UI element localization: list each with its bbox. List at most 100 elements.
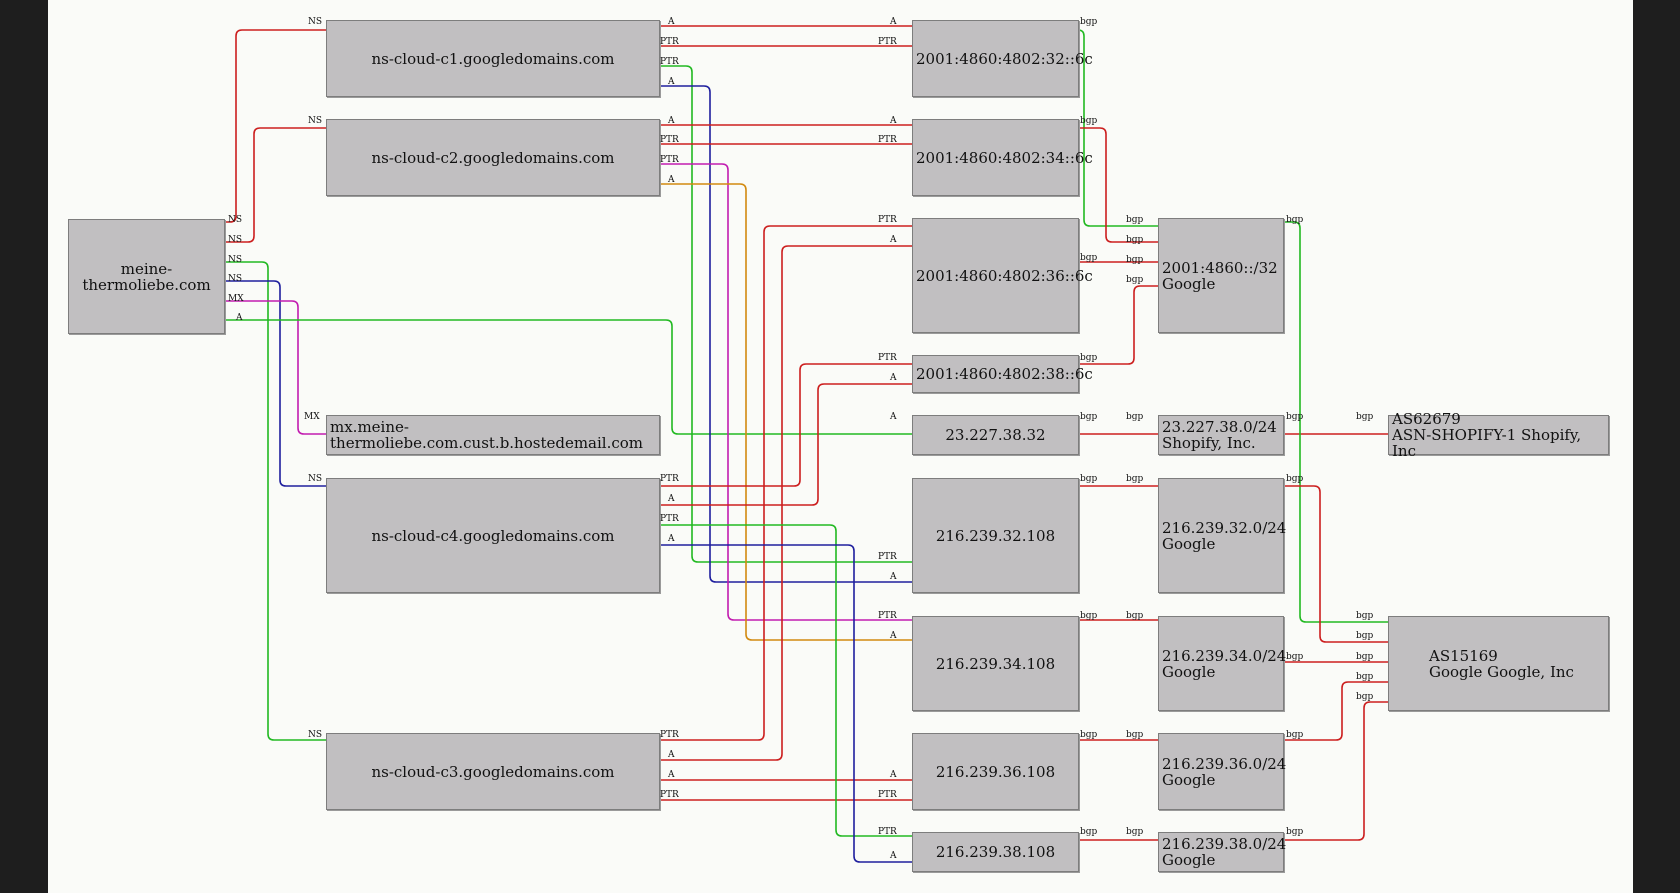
edge-label-ptr: PTR xyxy=(660,155,679,165)
edge-label-bgp: bgp xyxy=(1356,672,1374,682)
edge-label-ns: NS xyxy=(228,274,243,284)
edge-a-shopify xyxy=(224,319,912,435)
edge-label-ptr: PTR xyxy=(878,353,897,363)
edge-label-a: A xyxy=(890,851,897,861)
ns-c4-label: ns-cloud-c4.googledomains.com xyxy=(371,526,615,545)
edge-label-a: A xyxy=(668,77,675,87)
edge-mx xyxy=(224,300,326,435)
ip-36-node[interactable]: 216.239.36.108 xyxy=(912,733,1079,810)
edge-label-a: A xyxy=(668,750,675,760)
net-v6-line2: Google xyxy=(1162,274,1216,293)
ip-34-node[interactable]: 216.239.34.108 xyxy=(912,616,1079,711)
edge-label-ptr: PTR xyxy=(660,474,679,484)
edge-label-bgp: bgp xyxy=(1286,474,1304,484)
ip6-32-node[interactable]: 2001:4860:4802:32::6c xyxy=(912,20,1093,97)
edge-c2-a-ip34 xyxy=(660,183,912,641)
edge-label-bgp: bgp xyxy=(1126,275,1144,285)
ns-c1-node[interactable]: ns-cloud-c1.googledomains.com xyxy=(326,20,660,97)
edge-label-mx: MX xyxy=(304,412,320,422)
edge-label-ns: NS xyxy=(308,474,323,484)
edge-label-bgp: bgp xyxy=(1286,730,1304,740)
net-38-line1: 216.239.38.0/24 xyxy=(1162,835,1287,853)
edge-bgp-32-as xyxy=(1284,485,1388,643)
ns-c3-node[interactable]: ns-cloud-c3.googledomains.com xyxy=(326,733,660,810)
edge-label-bgp: bgp xyxy=(1080,611,1098,621)
edge-label-bgp: bgp xyxy=(1080,827,1098,837)
edge-label-a: A xyxy=(668,116,675,126)
edge-label-bgp: bgp xyxy=(1126,474,1144,484)
ip-32-node[interactable]: 216.239.32.108 xyxy=(912,478,1079,593)
ns-c2-node[interactable]: ns-cloud-c2.googledomains.com xyxy=(326,119,660,196)
mx-node[interactable]: mx.meine-thermoliebe.com.cust.b.hostedem… xyxy=(326,415,660,455)
edge-c4-ptr-ip6-38 xyxy=(660,363,912,487)
edge-label-a: A xyxy=(668,770,675,780)
edge-c4-ptr-ip38 xyxy=(660,524,912,837)
edge-label-bgp: bgp xyxy=(1286,652,1304,662)
edge-label-bgp: bgp xyxy=(1126,255,1144,265)
ip6-36-node[interactable]: 2001:4860:4802:36::6c xyxy=(912,218,1093,333)
ip-shopify-node[interactable]: 23.227.38.32 xyxy=(912,415,1079,455)
ip6-34-label: 2001:4860:4802:34::6c xyxy=(916,148,1093,167)
edge-c4-a-ip38 xyxy=(660,544,912,863)
domain-node[interactable]: meine-thermoliebe.com xyxy=(68,219,225,334)
edge-label-ptr: PTR xyxy=(878,827,897,837)
edge-label-bgp: bgp xyxy=(1080,474,1098,484)
edge-label-ptr: PTR xyxy=(660,730,679,740)
edge-c4-a-ip6-38 xyxy=(660,383,912,506)
edge-ns-c3 xyxy=(224,261,326,741)
edge-label-a: A xyxy=(668,175,675,185)
edge-label-a: A xyxy=(890,770,897,780)
edge-label-a: A xyxy=(890,235,897,245)
edge-bgp-ip6-38 xyxy=(1078,285,1158,365)
edge-bgp-ip6-34 xyxy=(1078,127,1158,243)
as-shopify-line2: ASN-SHOPIFY-1 Shopify, Inc xyxy=(1392,426,1582,460)
net-36-line1: 216.239.36.0/24 xyxy=(1162,754,1287,773)
edge-label-a: A xyxy=(890,373,897,383)
edge-label-bgp: bgp xyxy=(1080,412,1098,422)
edge-label-ptr: PTR xyxy=(660,135,679,145)
edge-label-mx: MX xyxy=(228,294,244,304)
edge-label-a: A xyxy=(890,572,897,582)
edge-label-a: A xyxy=(890,631,897,641)
domain-label: meine-thermoliebe.com xyxy=(82,259,211,294)
edge-ns-c1 xyxy=(224,29,326,223)
edge-label-bgp: bgp xyxy=(1080,353,1098,363)
edge-label-bgp: bgp xyxy=(1356,631,1374,641)
edge-label-bgp: bgp xyxy=(1126,215,1144,225)
net-34-line1: 216.239.34.0/24 xyxy=(1162,646,1287,665)
edge-label-ptr: PTR xyxy=(878,790,897,800)
ip6-36-label: 2001:4860:4802:36::6c xyxy=(916,266,1093,285)
edge-label-ns: NS xyxy=(228,255,243,265)
edge-label-bgp: bgp xyxy=(1126,611,1144,621)
ip6-38-node[interactable]: 2001:4860:4802:38::6c xyxy=(912,355,1093,393)
edge-label-bgp: bgp xyxy=(1080,116,1098,126)
ns-c2-label: ns-cloud-c2.googledomains.com xyxy=(371,148,615,167)
edge-label-ptr: PTR xyxy=(660,57,679,67)
edge-label-a: A xyxy=(236,313,243,323)
edge-label-ptr: PTR xyxy=(878,552,897,562)
ip6-38-label: 2001:4860:4802:38::6c xyxy=(916,365,1093,383)
net-v6-line1: 2001:4860::/32 xyxy=(1162,258,1278,277)
edge-c1-a-ip32 xyxy=(660,85,912,583)
net-34-line2: Google xyxy=(1162,662,1216,681)
ns-c3-label: ns-cloud-c3.googledomains.com xyxy=(371,762,615,781)
ip6-34-node[interactable]: 2001:4860:4802:34::6c xyxy=(912,119,1093,196)
net-36-line2: Google xyxy=(1162,770,1216,789)
edge-label-bgp: bgp xyxy=(1080,17,1098,27)
edge-label-a: A xyxy=(668,494,675,504)
edge-ns-c4 xyxy=(224,280,326,487)
ns-c4-node[interactable]: ns-cloud-c4.googledomains.com xyxy=(326,478,660,593)
edge-label-a: A xyxy=(668,17,675,27)
edge-label-bgp: bgp xyxy=(1080,730,1098,740)
dns-graph-canvas: meine-thermoliebe.com ns-cloud-c1.google… xyxy=(48,0,1633,893)
edge-label-bgp: bgp xyxy=(1356,611,1374,621)
ip-38-node[interactable]: 216.239.38.108 xyxy=(912,832,1079,872)
